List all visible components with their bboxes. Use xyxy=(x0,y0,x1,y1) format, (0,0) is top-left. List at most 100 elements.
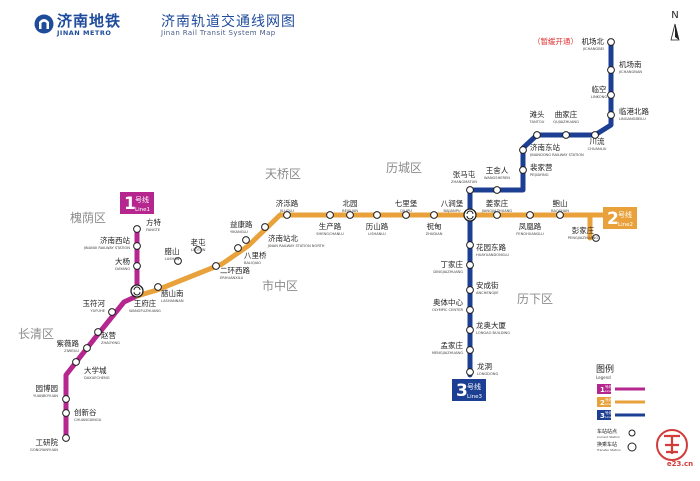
line1-badge-label: 号线 xyxy=(135,195,149,204)
station-name-en: CHUANLIU xyxy=(588,147,607,151)
station-dot-icon xyxy=(62,409,70,417)
station-name-en: JICHANGBEI xyxy=(582,47,604,51)
station-name: 紫薇路 xyxy=(57,338,80,348)
legend-transfer-icon xyxy=(627,442,637,452)
station-dot-icon xyxy=(607,38,615,46)
station-name: 安成街 xyxy=(476,280,499,290)
station-name-en: ERHUANXILU xyxy=(220,276,244,280)
station-name: 滩头 xyxy=(530,109,545,119)
map-title-en: Jinan Rail Transit System Map xyxy=(161,29,276,37)
station-name: 创新谷 xyxy=(74,407,97,417)
station-name: 张马屯 xyxy=(453,169,476,179)
station-name: 彭家庄 xyxy=(572,225,595,235)
station-name-en: JINANXI RAILWAY STATION xyxy=(83,246,130,250)
district-label: 天桥区 xyxy=(265,167,301,181)
station-dot-icon xyxy=(430,211,438,219)
legend-line-swatch xyxy=(597,397,611,407)
station-dot-icon xyxy=(556,211,564,219)
legend-title: 图例 xyxy=(596,363,614,375)
station-name: 临空 xyxy=(592,84,607,94)
station-name-en: FANGTE xyxy=(146,228,161,232)
station-name: 济南西站 xyxy=(100,235,130,245)
district-label: 历下区 xyxy=(517,292,553,306)
compass xyxy=(670,23,680,41)
legend-station-label-en: Current Station xyxy=(597,435,620,439)
station-dot-icon xyxy=(283,211,291,219)
station-name: 川流 xyxy=(590,136,605,146)
station-name: 大学城 xyxy=(84,365,107,375)
station-name-en: LAOTUN xyxy=(191,248,206,252)
station-name: 祝甸 xyxy=(427,221,442,231)
station-name-en: BEIYUAN xyxy=(342,209,358,213)
station-name: 七里堡 xyxy=(395,198,418,208)
watermark-text: e23.cn xyxy=(667,460,693,468)
station-dot-icon xyxy=(466,261,474,269)
station-name: 生产路 xyxy=(319,221,342,231)
station-dot-icon xyxy=(72,358,80,366)
station-name: 机场北 xyxy=(582,36,605,46)
transfer-arrows-icon xyxy=(466,210,474,220)
station-name-en: JICHANGNAN xyxy=(618,70,642,74)
station-name-en: JINAN RAILWAY STATION NORTH xyxy=(267,244,325,248)
station-dot-icon xyxy=(373,211,381,219)
station-name: 腊山 xyxy=(165,246,180,256)
station-name-en: MENGJIAZHUANG xyxy=(432,351,463,355)
station-name-en: LONGAO BUILDING xyxy=(476,331,510,335)
station-dot-icon xyxy=(62,434,70,442)
station-name-en: WANGFUZHUANG xyxy=(129,309,161,313)
station-name-en: SHENGCHANLU xyxy=(316,232,344,236)
line2-badge-number: 2 xyxy=(607,209,619,229)
station-name-en: ZHUDIAN xyxy=(426,232,443,236)
station-dot-icon xyxy=(326,211,334,219)
station-name-en: BAJIANPU xyxy=(444,209,461,213)
station-name: 玉符河 xyxy=(83,298,106,308)
station-dot-icon xyxy=(607,111,615,119)
station-name-en: FENGHUANGLU xyxy=(516,232,544,236)
line3-badge-label-en: Line3 xyxy=(467,394,482,400)
station-dot-icon xyxy=(526,211,534,219)
header: 济南地铁 JINAN METRO 济南轨道交通线网图 Jinan Rail Tr… xyxy=(0,0,700,40)
station-dot-icon xyxy=(108,308,116,316)
watermark-glyph-icon xyxy=(664,434,680,454)
watermark-seal-icon xyxy=(656,429,688,461)
station-dot-icon xyxy=(466,286,474,294)
legend-station-label: 车站站点 xyxy=(597,428,617,435)
legend-line-swatch xyxy=(597,410,611,420)
station-name: 腊山南 xyxy=(161,288,184,298)
station-name-en: DAYANG xyxy=(115,267,130,271)
line2-badge-label-en: Line2 xyxy=(618,222,633,228)
station-name: 工研院 xyxy=(36,437,59,447)
transfer-arrows-icon xyxy=(133,286,141,296)
station-name: 姜家庄 xyxy=(486,198,509,208)
line2-badge-box xyxy=(603,207,637,229)
station-name: 北园 xyxy=(343,199,358,208)
station-name-en: GONGYANYUAN xyxy=(30,448,58,452)
legend-transfer-label-en: Transfer Station xyxy=(596,448,621,452)
